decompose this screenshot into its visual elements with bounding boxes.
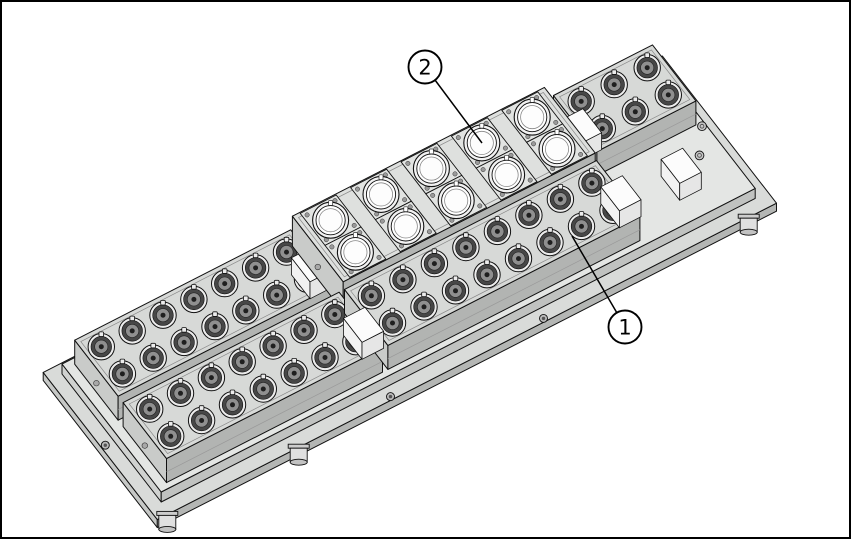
socket-opening	[299, 194, 362, 246]
m12-connector	[357, 280, 386, 310]
m12-connector	[228, 346, 256, 376]
callout-1: 1	[571, 235, 643, 345]
m12-connector	[211, 268, 239, 298]
m12-connector	[441, 275, 470, 305]
m12-connector	[259, 330, 287, 360]
io-module-assembly	[42, 44, 777, 533]
callout-2-circle	[407, 49, 443, 85]
base-plate-screws	[100, 313, 548, 450]
mounting-foot	[737, 213, 760, 236]
m12-connector	[197, 362, 226, 392]
m12-connector	[389, 264, 417, 294]
m12-connector	[567, 86, 595, 116]
callout-2-label: 2	[418, 56, 431, 80]
m12-connector	[483, 216, 512, 246]
m12-connector	[536, 227, 564, 257]
m12-connector	[201, 311, 229, 341]
socket-opening	[526, 123, 588, 175]
m12-connector	[473, 259, 501, 289]
m12-connector	[139, 342, 167, 372]
m12-connector	[232, 295, 260, 325]
callout-1-label: 1	[618, 316, 631, 340]
m12-connector	[187, 405, 216, 435]
socket-opening	[475, 149, 538, 201]
connector-module-front-left	[122, 291, 383, 484]
m12-connector	[249, 373, 277, 403]
m12-connector	[654, 79, 682, 109]
m12-connector	[420, 248, 449, 278]
m12-connector	[378, 307, 407, 337]
callout-1-circle	[607, 309, 643, 345]
m12-connector	[504, 243, 533, 273]
socket-opening	[350, 168, 412, 221]
socket-opening	[425, 174, 488, 227]
mounting-clip	[342, 306, 385, 360]
m12-connector	[108, 358, 137, 388]
m12-connector	[136, 393, 164, 423]
m12-connector	[410, 291, 438, 321]
m12-connector	[241, 252, 270, 282]
m12-connector	[311, 342, 339, 372]
m12-connector	[157, 421, 185, 450]
mounting-clip	[660, 147, 702, 201]
mounting-foot	[287, 443, 310, 466]
socket-opening	[501, 91, 564, 143]
m12-connector	[546, 183, 575, 213]
m12-connector	[621, 96, 649, 126]
socket-opening	[324, 226, 387, 278]
m12-connector	[166, 378, 195, 407]
m12-connector	[280, 357, 308, 387]
m12-connector	[149, 299, 177, 329]
socket-opening	[400, 142, 463, 195]
m12-connector	[600, 69, 628, 99]
m12-connector	[218, 389, 247, 419]
mounting-clip	[600, 175, 642, 229]
socket-opening	[374, 200, 437, 253]
m12-connector	[290, 315, 318, 344]
m12-connector	[170, 327, 198, 357]
m12-connector	[118, 315, 146, 345]
mounting-foot	[156, 510, 179, 533]
m12-connector	[263, 279, 291, 309]
m12-connector	[180, 284, 208, 314]
m12-connector	[515, 200, 543, 230]
connector-module-front-right	[344, 160, 641, 370]
callout-2: 2	[407, 49, 483, 144]
m12-connector	[452, 232, 480, 262]
m12-connector	[567, 211, 596, 241]
m12-connector	[87, 331, 116, 361]
m12-connector	[633, 52, 661, 82]
m12-connector	[578, 167, 606, 197]
callout-2-leader-line	[434, 79, 483, 144]
m12-connector	[321, 299, 349, 329]
callout-1-leader-line	[571, 235, 618, 314]
plate-top-screws	[694, 121, 707, 161]
